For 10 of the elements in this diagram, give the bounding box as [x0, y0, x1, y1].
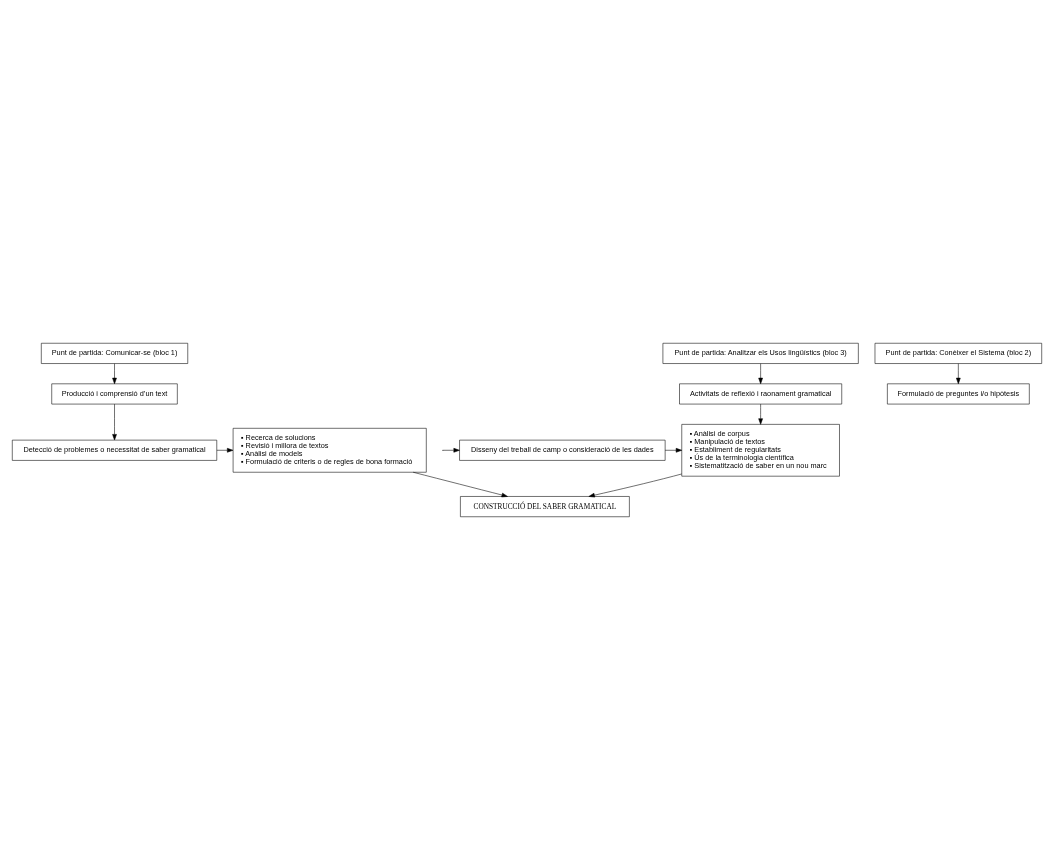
arrow: [956, 362, 961, 384]
arrow: [588, 473, 682, 497]
arrow: [216, 447, 234, 453]
arrow: [664, 447, 683, 453]
arrow: [758, 403, 763, 425]
arrow: [758, 362, 763, 384]
arrow: [412, 471, 508, 497]
arrow: [442, 447, 460, 453]
arrow: [112, 362, 117, 384]
arrow: [112, 403, 117, 440]
